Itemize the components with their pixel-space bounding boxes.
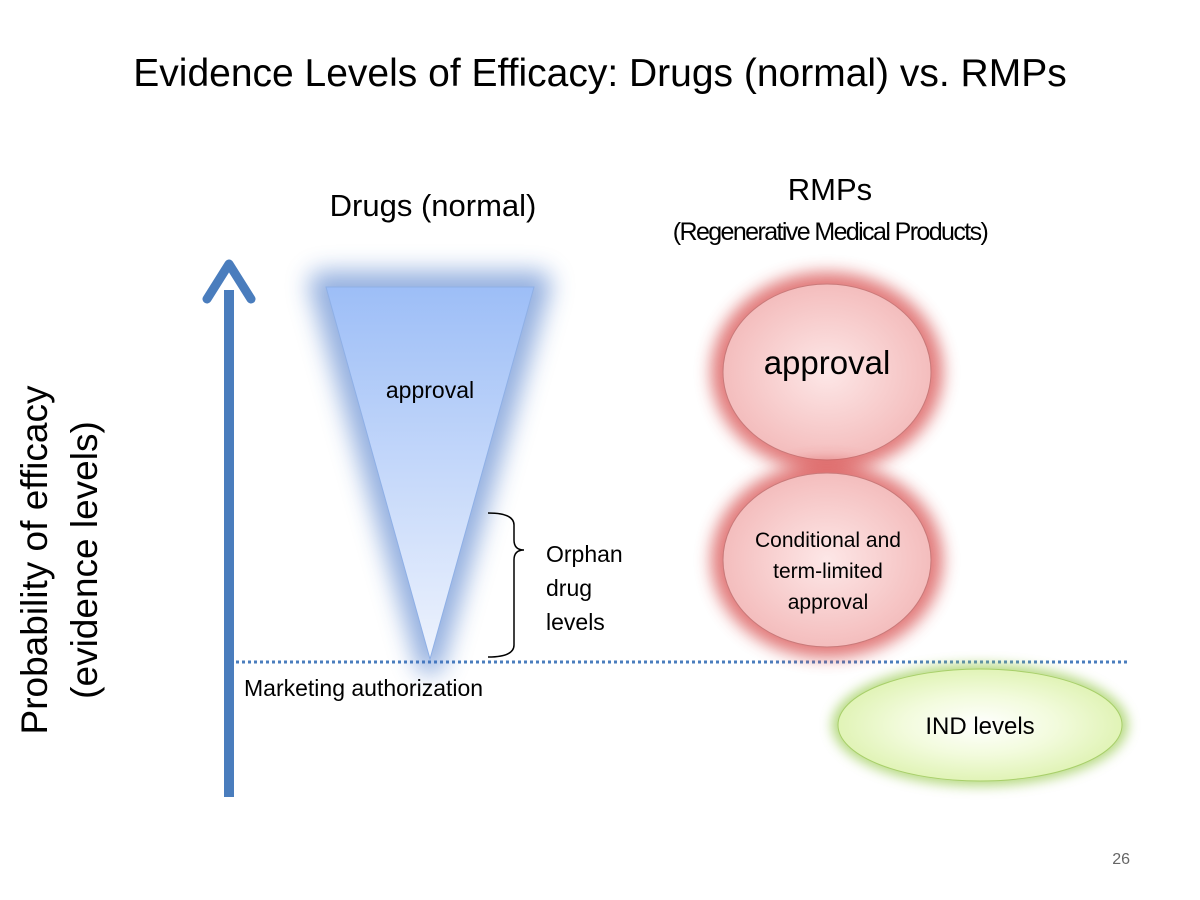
drugs-triangle [309, 271, 551, 675]
orphan-label-line: levels [546, 609, 605, 635]
drugs-heading: Drugs (normal) [329, 188, 537, 223]
conditional-label-line: Conditional and [755, 529, 901, 552]
drugs-approval-label: approval [385, 377, 475, 403]
orphan-bracket [487, 512, 525, 658]
conditional-label-line: approval [787, 591, 869, 614]
slide-title: Evidence Levels of Efficacy: Drugs (norm… [133, 52, 1067, 95]
marketing-authorization-label: Marketing authorization [244, 675, 484, 701]
rmp-approval-label: approval [763, 344, 891, 381]
ind-levels-label: IND levels [925, 713, 1035, 740]
y-axis-arrow [202, 259, 256, 797]
rmp-approval-circle [711, 272, 943, 472]
orphan-drug-levels-label: Orphan drug levels [546, 537, 646, 639]
rmps-heading: RMPs [787, 172, 873, 207]
conditional-approval-label: Conditional and term-limited approval [726, 525, 930, 618]
rmps-subheading: (Regenerative Medical Products) [672, 218, 989, 246]
rmp-conditional-circle [711, 462, 943, 658]
orphan-label-line: Orphan [546, 541, 623, 567]
page-number: 26 [1112, 851, 1130, 868]
conditional-label-line: term-limited [773, 560, 883, 583]
orphan-label-line: drug [546, 575, 593, 601]
ind-ellipse [832, 664, 1128, 786]
